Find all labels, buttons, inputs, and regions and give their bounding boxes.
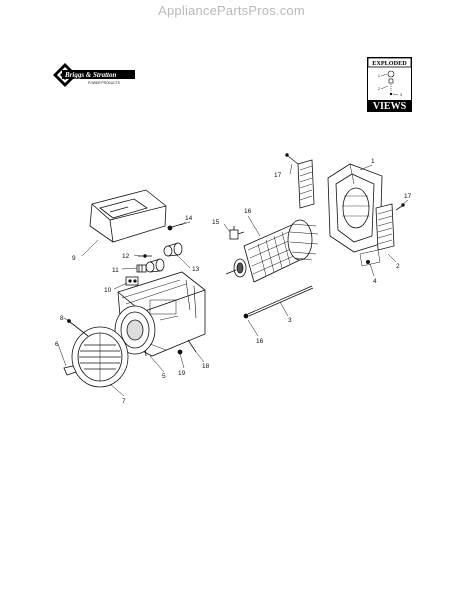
part-12-diode — [138, 254, 152, 258]
callout-10: 10 — [104, 287, 112, 294]
callout-2: 2 — [396, 263, 400, 270]
badge-mini-label: 1 — [378, 74, 380, 78]
badge-top-label: EXPLODED — [372, 60, 407, 67]
part-17-vent-plate — [285, 153, 315, 209]
callout-3: 3 — [288, 317, 292, 324]
callout-4: 4 — [373, 278, 377, 285]
leader-lines — [57, 163, 409, 397]
callout-5: 5 — [162, 373, 166, 380]
part-8-bolt — [67, 319, 89, 337]
brand-subtitle: POWER PRODUCTS — [88, 81, 121, 85]
part-4-plate — [359, 249, 381, 267]
watermark: AppliancePartsPros.com — [158, 3, 305, 18]
callout-17-right: 17 — [404, 193, 412, 200]
part-14-screw — [167, 221, 187, 231]
callout-18: 18 — [202, 363, 210, 370]
part-16-bolt — [243, 313, 249, 319]
part-5-housing — [114, 271, 206, 357]
badge-mini-label: 3 — [400, 93, 402, 97]
callout-1: 1 — [371, 158, 375, 165]
briggs-stratton-logo: Briggs & Stratton POWER PRODUCTS — [53, 63, 135, 87]
badge-bottom-label: VIEWS — [373, 101, 407, 112]
part-6-cap — [63, 365, 77, 376]
part-9-cover — [89, 189, 167, 243]
callout-16-rotor: 16 — [244, 208, 252, 215]
part-2-vent-plate — [375, 203, 405, 251]
callout-19: 19 — [178, 370, 186, 377]
brand-name: Briggs & Stratton — [64, 71, 116, 79]
part-11-bridge — [136, 264, 147, 273]
callout-8: 8 — [60, 315, 64, 322]
callout-15: 15 — [212, 219, 220, 226]
callout-12: 12 — [122, 253, 130, 260]
part-10-terminal — [125, 276, 139, 286]
part-3-through-bolt — [247, 285, 314, 317]
exploded-views-badge: EXPLODED 1 2 3 VIEWS — [367, 57, 412, 112]
badge-mini-label: 2 — [378, 87, 380, 91]
callout-7: 7 — [122, 398, 126, 405]
callout-16-bolt: 16 — [256, 338, 264, 345]
part-18-bolt — [187, 339, 197, 353]
callout-6: 6 — [55, 341, 59, 348]
part-15-brush — [229, 226, 245, 240]
callout-9: 9 — [72, 255, 76, 262]
callout-17-top: 17 — [274, 172, 282, 179]
part-19-bolt — [177, 349, 183, 355]
part-1-frame — [327, 163, 383, 253]
part-7-end-cover — [71, 326, 129, 388]
callout-14: 14 — [185, 215, 193, 222]
part-16-rotor — [225, 219, 319, 283]
callout-11: 11 — [112, 267, 119, 274]
part-13-capacitors — [145, 242, 183, 273]
callout-13: 13 — [192, 266, 200, 273]
